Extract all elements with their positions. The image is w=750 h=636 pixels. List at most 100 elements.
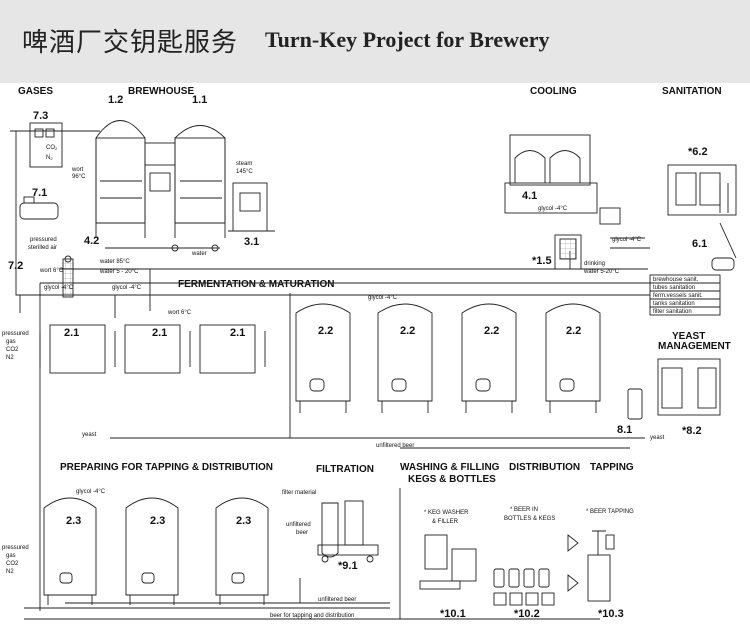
arrow-2 <box>567 574 579 592</box>
label-co2: CO2 <box>46 145 58 151</box>
label-steam-1: steam <box>236 161 252 167</box>
label-pressured-air-2: sterilled air <box>28 245 57 251</box>
bottle <box>493 568 505 588</box>
section-yeast-2: MANAGEMENT <box>658 341 731 352</box>
label-glycol-d: glycol -4°C <box>538 206 568 212</box>
section-preparing: PREPARING FOR TAPPING & DISTRIBUTION <box>60 462 273 473</box>
label-san-2: tubes sanitation <box>653 285 695 291</box>
label-2-2-c: 2.2 <box>484 325 499 337</box>
vessel-1-2 <box>95 120 146 224</box>
label-10-2: *10.2 <box>514 608 540 620</box>
bright-tank-3 <box>215 497 269 596</box>
keg-washer <box>424 534 448 570</box>
label-2-2-a: 2.2 <box>318 325 333 337</box>
label-glycol-e: glycol -4°C <box>612 237 642 243</box>
label-7-1: 7.1 <box>32 187 47 199</box>
label-drinking-1: drinking <box>584 261 605 267</box>
section-washing-1: WASHING & FILLING <box>400 462 500 473</box>
label-unfiltered-1: unfiltered <box>286 522 311 528</box>
section-yeast-1: YEAST <box>672 331 705 342</box>
label-yeast-a: yeast <box>82 432 97 438</box>
label-pressured-air-1: pressured <box>30 237 57 243</box>
label-pressured-gas-a-4: N2 <box>6 355 14 361</box>
open-fermenter-3 <box>199 324 256 374</box>
steam-generator <box>232 182 268 232</box>
section-fermentation: FERMENTATION & MATURATION <box>178 279 334 290</box>
label-2-1-c: 2.1 <box>230 327 245 339</box>
label-pressured-gas-b-1: pressured <box>2 545 29 551</box>
label-2-3-a: 2.3 <box>66 515 81 527</box>
label-1-2: 1.2 <box>108 94 123 106</box>
tapping-column <box>587 554 611 602</box>
label-pressured-gas-b-3: CO2 <box>6 561 19 567</box>
label-4-2: 4.2 <box>84 235 99 247</box>
section-washing-2: KEGS & BOTTLES <box>408 474 496 485</box>
section-distribution: DISTRIBUTION <box>509 462 580 473</box>
label-3-1: 3.1 <box>244 236 259 248</box>
label-san-4: tanks sanitation <box>653 301 695 307</box>
ferm-tank-3 <box>461 303 517 402</box>
label-6-2: *6.2 <box>688 146 708 158</box>
label-2-3-b: 2.3 <box>150 515 165 527</box>
section-brewhouse: BREWHOUSE <box>128 86 194 97</box>
ferm-tank-4 <box>545 303 601 402</box>
section-tapping: TAPPING <box>590 462 634 473</box>
label-pressured-gas-b-4: N2 <box>6 569 14 575</box>
label-7-3: 7.3 <box>33 110 48 122</box>
label-glycol-f: glycol -4°C <box>76 489 106 495</box>
bright-tank-1 <box>43 497 97 596</box>
section-gases: GASES <box>18 86 53 97</box>
label-unfiltered-2: beer <box>296 530 308 536</box>
ferm-tank-2 <box>377 303 433 402</box>
label-wort-2: 96°C <box>72 174 86 180</box>
label-pressured-gas-a-1: pressured <box>2 331 29 337</box>
label-beer-tapping-distribution: beer for tapping and distribution <box>270 613 354 619</box>
gas-panel <box>29 122 63 168</box>
label-6-1: 6.1 <box>692 238 707 250</box>
label-san-3: ferm.vessels sanit. <box>653 293 703 299</box>
label-wort-6: wort 6°C <box>39 268 64 274</box>
sanitation-list <box>649 274 721 316</box>
label-2-1-a: 2.1 <box>64 327 79 339</box>
label-2-3-c: 2.3 <box>236 515 251 527</box>
label-9-1: *9.1 <box>338 560 358 572</box>
header-banner: 啤酒厂交钥匙服务 Turn-Key Project for Brewery <box>0 0 750 83</box>
yeast-propagation <box>657 358 721 416</box>
label-pressured-gas-a-3: CO2 <box>6 347 19 353</box>
label-2-2-d: 2.2 <box>566 325 581 337</box>
glycol-unit-top <box>509 134 591 186</box>
label-beer-in-1: * BEER IN <box>510 507 538 513</box>
ferm-tank-1 <box>295 303 351 402</box>
open-fermenter-2 <box>124 324 181 374</box>
vessel-1-1 <box>174 125 226 224</box>
label-yeast-b: yeast <box>650 435 665 441</box>
label-keg-washer-2: & FILLER <box>432 519 459 525</box>
pipe-main-left <box>15 131 650 296</box>
label-water-5-20: water 5 - 20°C <box>99 269 139 275</box>
label-8-1: 8.1 <box>617 424 632 436</box>
label-10-3: *10.3 <box>598 608 624 620</box>
label-4-1: 4.1 <box>522 190 537 202</box>
label-pressured-gas-a-2: gas <box>6 339 16 345</box>
label-wort-6-b: wort 6°C <box>167 310 192 316</box>
title-chinese: 啤酒厂交钥匙服务 <box>22 28 239 58</box>
label-8-2: *8.2 <box>682 425 702 437</box>
label-drinking-2: water 5-20°C <box>583 269 620 275</box>
label-unfiltered-beer-b: unfiltered beer <box>318 597 356 603</box>
label-10-1: *10.1 <box>440 608 466 620</box>
label-beer-tapping: * BEER TAPPING <box>586 509 634 515</box>
section-cooling: COOLING <box>530 86 577 97</box>
label-7-2: 7.2 <box>8 260 23 272</box>
title-english: Turn-Key Project for Brewery <box>265 27 550 52</box>
label-pressured-gas-b-2: gas <box>6 553 16 559</box>
filter-vessel <box>321 502 339 558</box>
bright-tank-2 <box>125 497 179 596</box>
yeast-brink <box>627 388 643 420</box>
label-san-1: brewhouse sanit. <box>653 277 699 283</box>
water-unit <box>554 234 582 270</box>
brewery-process-diagram: GASES BREWHOUSE COOLING SANITATION FERME… <box>2 86 737 620</box>
label-glycol-b: glycol -4°C <box>112 285 142 291</box>
cip-station <box>667 164 737 216</box>
label-2-1-b: 2.1 <box>152 327 167 339</box>
label-steam-2: 145°C <box>236 169 253 175</box>
